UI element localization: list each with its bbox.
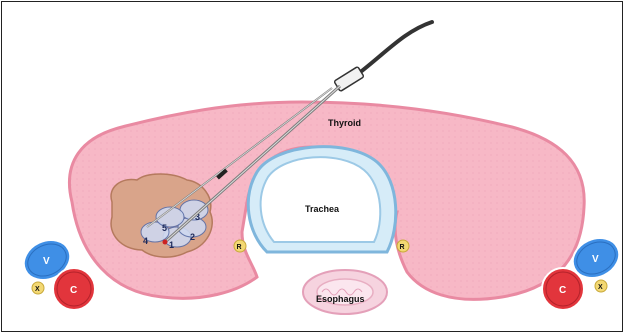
svg-text:X: X xyxy=(598,284,603,291)
trachea xyxy=(248,147,395,252)
thyroid-label: Thyroid xyxy=(328,118,361,128)
zone-label-5: 5 xyxy=(162,223,167,233)
esophagus-label: Esophagus xyxy=(316,294,365,304)
svg-text:V: V xyxy=(592,254,599,265)
right-vagus-nerve-x: X xyxy=(595,280,607,292)
trachea-label: Trachea xyxy=(305,204,340,214)
svg-text:C: C xyxy=(559,285,566,296)
zone-label-1: 1 xyxy=(169,240,174,250)
svg-text:V: V xyxy=(43,256,50,267)
svg-text:C: C xyxy=(70,285,77,296)
right-nerve-r: R xyxy=(397,240,409,252)
left-vagus-nerve-x: X xyxy=(32,282,44,294)
left-carotid-artery: C xyxy=(53,268,95,310)
right-carotid-artery: C xyxy=(542,268,584,310)
svg-text:R: R xyxy=(400,244,405,251)
esophagus xyxy=(303,270,387,314)
left-nerve-r: R xyxy=(234,240,246,252)
zone-label-4: 4 xyxy=(143,236,148,246)
svg-text:R: R xyxy=(237,244,242,251)
zone-label-2: 2 xyxy=(190,232,195,242)
svg-text:X: X xyxy=(35,286,40,293)
